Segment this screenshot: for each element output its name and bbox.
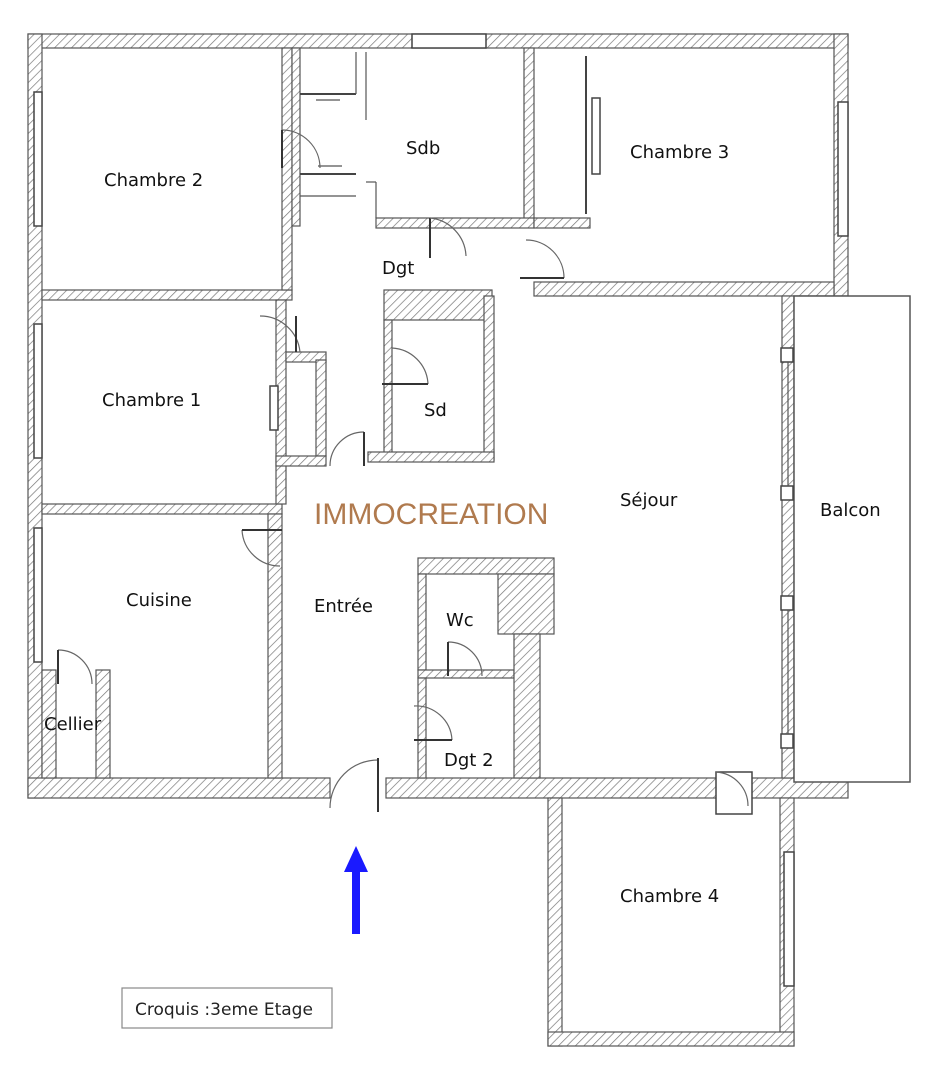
balcon-outline — [793, 295, 911, 783]
watermark-text: IMMOCREATION — [314, 498, 548, 531]
interior-walls — [41, 47, 835, 779]
room-label-cuisine: Cuisine — [126, 590, 192, 611]
room-label-entree: Entrée — [314, 596, 373, 617]
room-label-wc: Wc — [446, 610, 474, 631]
room-label-balcon: Balcon — [820, 500, 881, 521]
arrow-up-icon — [344, 846, 368, 934]
doors — [57, 129, 753, 815]
sdb-fixtures — [300, 52, 377, 218]
room-label-dgt2: Dgt 2 — [444, 750, 494, 771]
room-label-sejour: Séjour — [620, 490, 678, 511]
caption-text: Croquis :3eme Etage — [135, 1000, 313, 1020]
room-label-chambre1: Chambre 1 — [102, 390, 201, 411]
room-label-cellier: Cellier — [44, 714, 102, 735]
room-label-sdb: Sdb — [406, 138, 440, 159]
windows — [33, 33, 849, 987]
room-label-chambre4: Chambre 4 — [620, 886, 719, 907]
caption-box — [121, 987, 333, 1029]
room-label-chambre2: Chambre 2 — [104, 170, 203, 191]
room-label-sd: Sd — [424, 400, 447, 421]
room-label-chambre3: Chambre 3 — [630, 142, 729, 163]
room-label-dgt: Dgt — [382, 258, 414, 279]
